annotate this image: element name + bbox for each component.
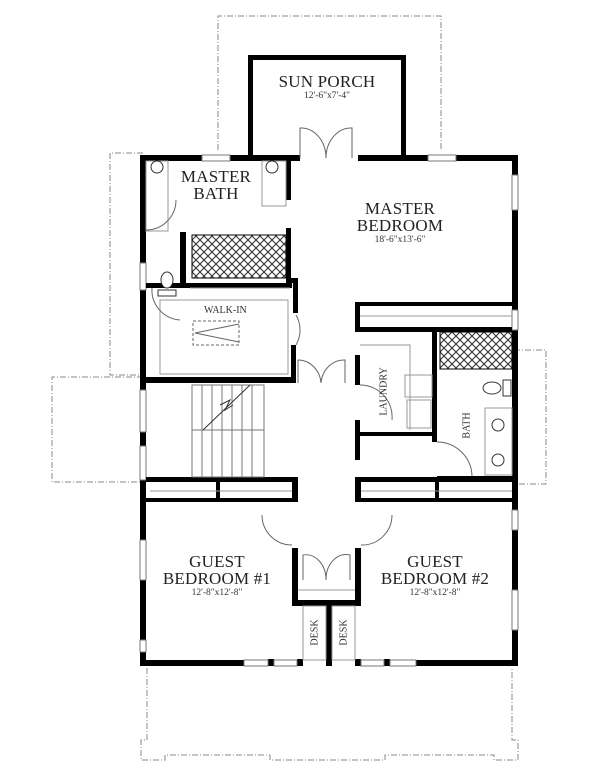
stairs[interactable] (191, 384, 265, 478)
guest-bedroom-2-name-1: GUEST (407, 552, 463, 571)
guest-bedroom-1-name-2: BEDROOM #1 (162, 569, 272, 588)
guest-bedroom-2-label: GUEST BEDROOM #2 12'-8"x12'-8" (370, 553, 500, 599)
laundry-label: LAUNDRY (378, 367, 390, 416)
roof-outline-dashed (51, 15, 547, 761)
master-shower (191, 234, 287, 279)
sun-porch-name: SUN PORCH (278, 72, 376, 91)
master-bath-name-2: BATH (193, 184, 239, 203)
guest-bedroom-2-name-2: BEDROOM #2 (380, 569, 490, 588)
guest-bedroom-1-dims: 12'-8"x12'-8" (191, 588, 243, 598)
doors[interactable] (145, 127, 473, 581)
shelves (145, 160, 513, 661)
guest-bedroom-1-name-1: GUEST (189, 552, 245, 571)
master-bedroom-label: MASTER BEDROOM 18'-6"x13'-6" (330, 200, 470, 246)
master-bedroom-name-1: MASTER (364, 199, 436, 218)
sun-porch-label: SUN PORCH 12'-6"x7'-4" (253, 73, 401, 102)
master-bath-label: MASTER BATH (168, 168, 264, 202)
exterior-walls (140, 55, 518, 666)
master-bedroom-name-2: BEDROOM (356, 216, 444, 235)
guest-bedroom-2-dims: 12'-8"x12'-8" (409, 588, 461, 598)
fixtures (150, 160, 512, 467)
bath-shower (439, 331, 513, 370)
master-bath-name-1: MASTER (180, 167, 252, 186)
bath-label: BATH (461, 412, 473, 439)
desk-left-label: DESK (309, 619, 321, 646)
master-bedroom-dims: 18'-6"x13'-6" (374, 235, 426, 245)
sun-porch-dims: 12'-6"x7'-4" (303, 91, 350, 101)
desk-right-label: DESK (338, 619, 350, 646)
interior-walls (146, 155, 512, 606)
guest-bedroom-1-label: GUEST BEDROOM #1 12'-8"x12'-8" (152, 553, 282, 599)
windows (139, 154, 519, 667)
walk-in-label: WALK-IN (204, 305, 247, 316)
